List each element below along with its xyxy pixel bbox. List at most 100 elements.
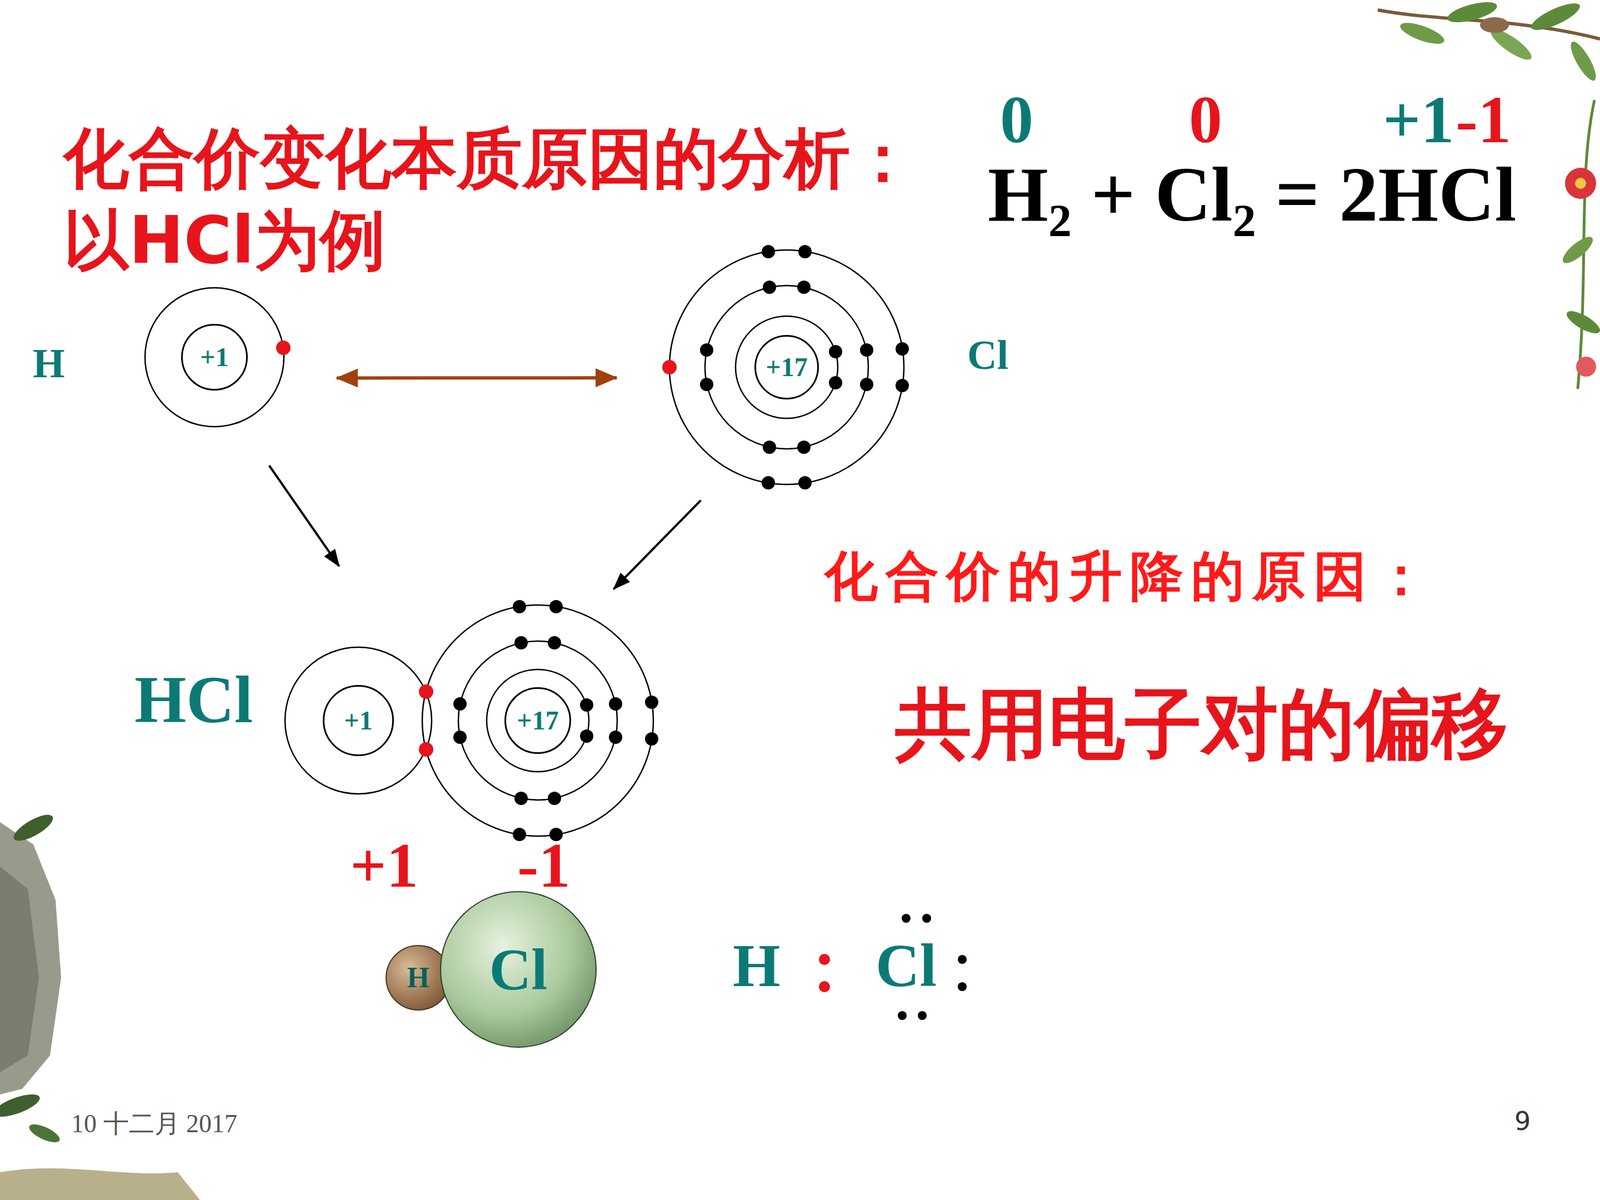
element-symbol: Cl <box>489 940 548 999</box>
element-symbol: Cl <box>875 935 937 997</box>
oxidation-state: +1 <box>1382 86 1454 154</box>
hcl-molecule: HCl+1+17 <box>285 605 654 837</box>
electron <box>700 343 714 357</box>
connector-arrow <box>336 376 617 380</box>
valence-electron <box>276 340 291 355</box>
rock-decoration <box>0 810 200 1200</box>
label-anchor: +1 <box>350 833 419 898</box>
electron <box>762 280 777 294</box>
cl-atom: Cl+17 <box>669 250 904 485</box>
leaf <box>1566 38 1600 84</box>
element-symbol: H <box>732 935 781 997</box>
atom-label-anchor: HCl <box>134 666 253 734</box>
electron <box>700 377 714 392</box>
electron <box>762 440 777 454</box>
electron <box>645 732 659 746</box>
electron <box>608 730 623 744</box>
cl-sphere: Cl <box>440 891 597 1048</box>
electron <box>549 600 563 614</box>
label-anchor: 9 <box>1514 1108 1531 1134</box>
cl-nucleus: +17 <box>754 335 819 400</box>
nuclear-charge: +1 <box>200 343 229 371</box>
nuclear-charge: +17 <box>765 353 808 381</box>
leaf <box>1397 18 1447 48</box>
electron <box>797 280 811 294</box>
lone-pair-dot <box>901 913 911 923</box>
label-anchor: -1 <box>1455 86 1512 154</box>
electron-shell <box>285 647 432 794</box>
oxidation-state: 0 <box>1188 86 1223 154</box>
connector-arrow <box>268 465 339 567</box>
shared-electron-pair <box>418 684 434 757</box>
h-nucleus: +1 <box>181 323 248 391</box>
electron <box>547 791 562 805</box>
atom-label-anchor: H <box>32 342 65 384</box>
label-anchor: 共用电子对的偏移 <box>895 686 1509 763</box>
question-heading: 化合价的升降的原因： <box>824 550 1436 604</box>
electron-shell <box>735 316 838 419</box>
flower <box>1575 177 1587 189</box>
electron <box>895 378 909 393</box>
electron <box>797 440 811 454</box>
oxidation-state: -1 <box>1455 86 1512 154</box>
electron-shell <box>705 285 869 449</box>
chemical-equation: H₂ + Cl₂ = 2HCl <box>987 155 1517 234</box>
electron <box>547 636 562 650</box>
h-atom-shell <box>145 287 284 427</box>
date-footer: 10 十二月 2017 <box>71 1111 238 1137</box>
rock-shade <box>0 866 39 1073</box>
label-anchor: Cl <box>875 935 937 997</box>
electron <box>514 636 528 650</box>
grass <box>0 1168 200 1200</box>
electron <box>895 342 909 356</box>
electron <box>828 376 843 390</box>
shared-electron <box>418 684 434 699</box>
leaf <box>1563 307 1600 338</box>
h-atom: H+1 <box>145 287 284 427</box>
electron <box>860 343 874 357</box>
shared-electron <box>418 742 434 757</box>
page-number: 9 <box>1514 1108 1531 1134</box>
cl-nucleus: +17 <box>504 687 572 754</box>
electron <box>798 245 812 259</box>
electron <box>514 791 528 805</box>
leaf <box>1528 0 1584 35</box>
hcl-electrons <box>453 600 659 842</box>
label-anchor: H₂ + Cl₂ = 2HCl <box>987 155 1517 234</box>
electron <box>761 476 775 490</box>
lone-pair-dot <box>922 913 932 923</box>
electron <box>798 476 812 490</box>
hcl-shells <box>285 605 654 837</box>
element-symbol: H <box>407 963 430 993</box>
bird <box>1480 17 1509 33</box>
leaf <box>26 1120 63 1146</box>
title-box: 化合价变化本质原因的分析： 以HCl为例 <box>63 117 980 282</box>
shared-pair-dot <box>818 953 830 965</box>
electron <box>828 345 843 359</box>
nuclear-charge: +1 <box>343 707 373 734</box>
electron-shell <box>669 250 904 485</box>
electron <box>453 697 467 711</box>
oxidation-state: 0 <box>1000 86 1034 154</box>
h-nucleus: +1 <box>322 685 394 757</box>
electron-shell <box>486 669 589 772</box>
leaf <box>10 810 57 846</box>
connector-arrow <box>613 500 702 590</box>
answer-text: 共用电子对的偏移 <box>895 686 1509 763</box>
electron <box>580 698 594 712</box>
nuclear-charge: +17 <box>516 707 559 734</box>
slide-title: 化合价变化本质原因的分析： 以HCl为例 <box>63 117 980 282</box>
electron <box>645 695 659 709</box>
atom-label: HCl <box>134 666 253 734</box>
electron-shell <box>422 605 654 837</box>
label-anchor: 化合价的升降的原因： <box>824 550 1436 604</box>
oxidation-state: +1 <box>350 833 419 898</box>
atom-label: H <box>32 342 65 384</box>
electron <box>453 730 467 744</box>
leaf <box>0 1090 43 1122</box>
electron <box>608 697 623 711</box>
electron <box>512 600 527 614</box>
lone-pair-dot <box>957 982 967 992</box>
electron-shell <box>458 641 618 800</box>
